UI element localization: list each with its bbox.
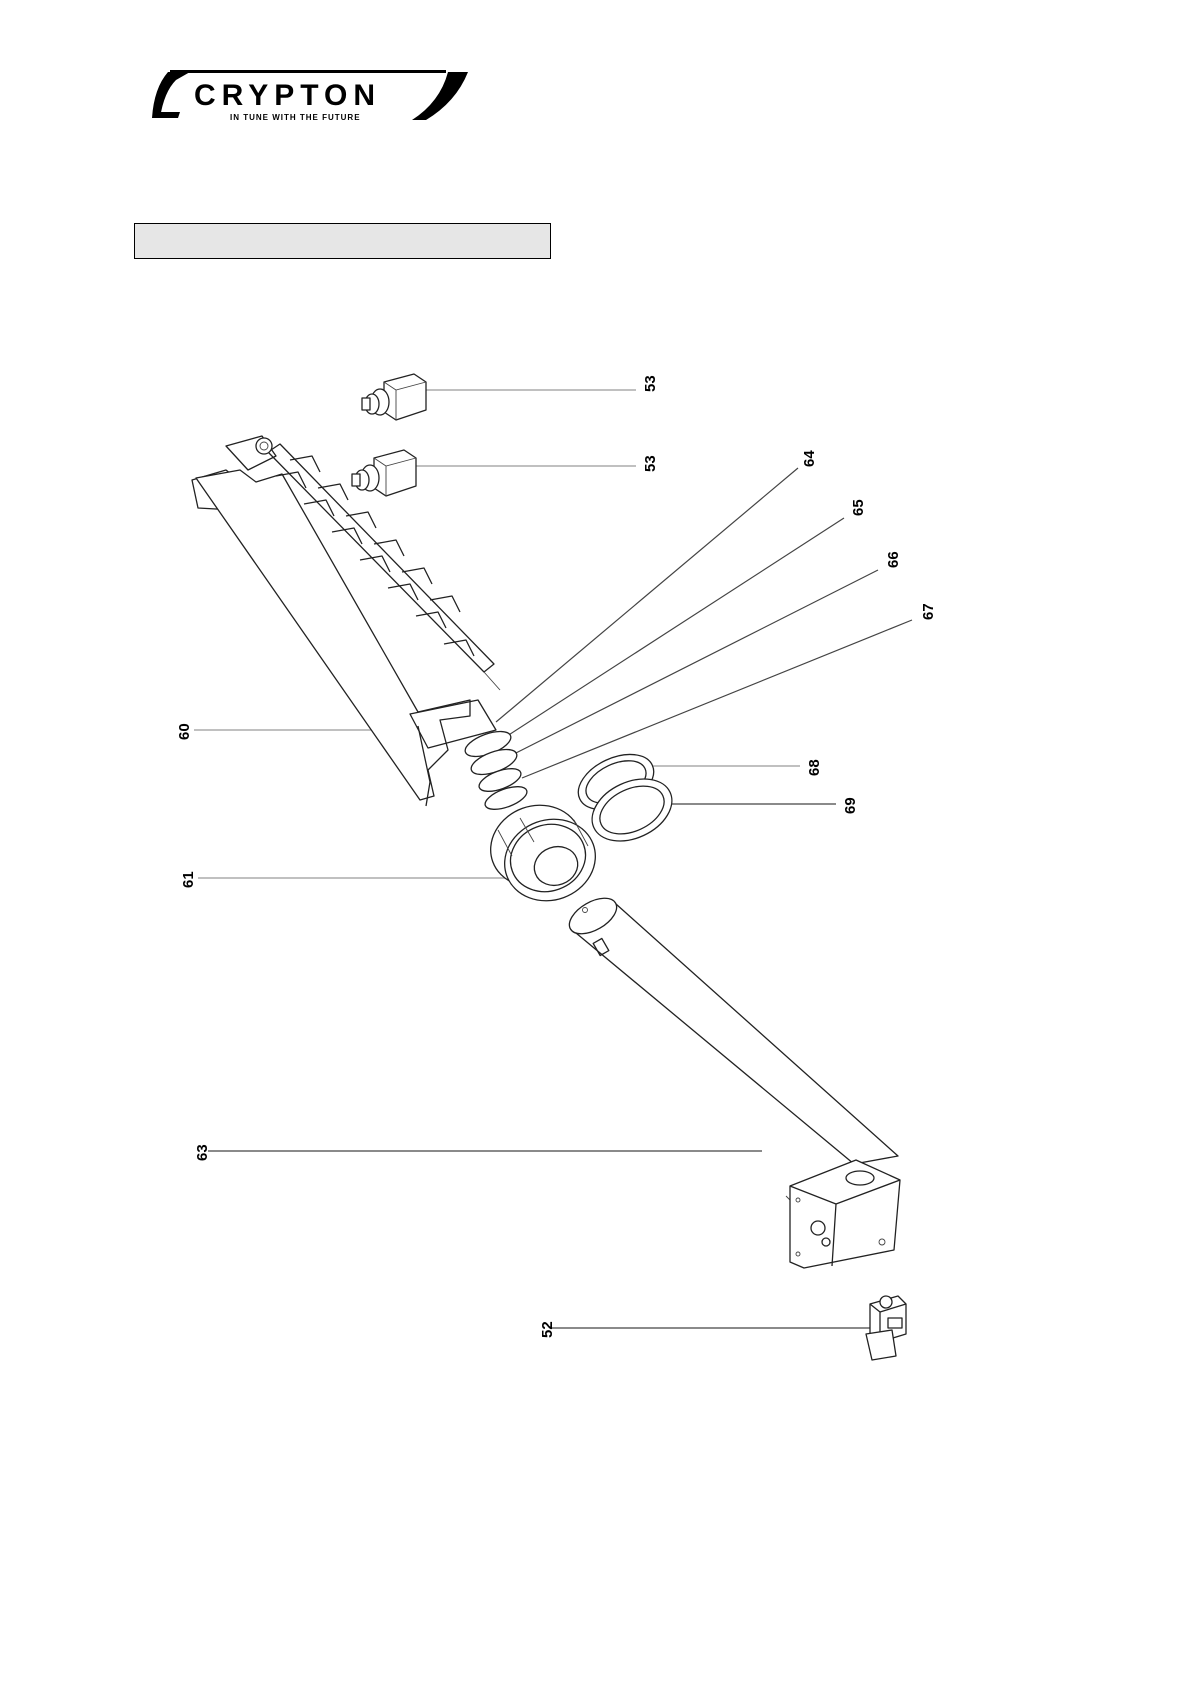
- part-label-63: 63: [194, 1144, 211, 1161]
- part-label-69: 69: [842, 797, 859, 814]
- leader-66: [510, 570, 878, 756]
- part-53-lower: [352, 450, 416, 496]
- part-label-67: 67: [920, 603, 937, 620]
- part-label-53b: 53: [642, 455, 659, 472]
- part-61-lens-holder: [479, 793, 607, 914]
- part-53-upper: [362, 374, 426, 420]
- part-label-60: 60: [176, 723, 193, 740]
- leader-67: [522, 620, 912, 778]
- part-label-53a: 53: [642, 375, 659, 392]
- part-label-61: 61: [180, 871, 197, 888]
- part-label-64: 64: [801, 450, 818, 467]
- part-label-68: 68: [806, 759, 823, 776]
- part-52-connector: [866, 1296, 906, 1360]
- part-label-66: 66: [885, 551, 902, 568]
- part-label-65: 65: [850, 499, 867, 516]
- leader-65: [504, 518, 844, 738]
- part-60-bracket: [192, 436, 500, 806]
- part-63-tube: [563, 891, 900, 1268]
- part-label-52: 52: [539, 1321, 556, 1338]
